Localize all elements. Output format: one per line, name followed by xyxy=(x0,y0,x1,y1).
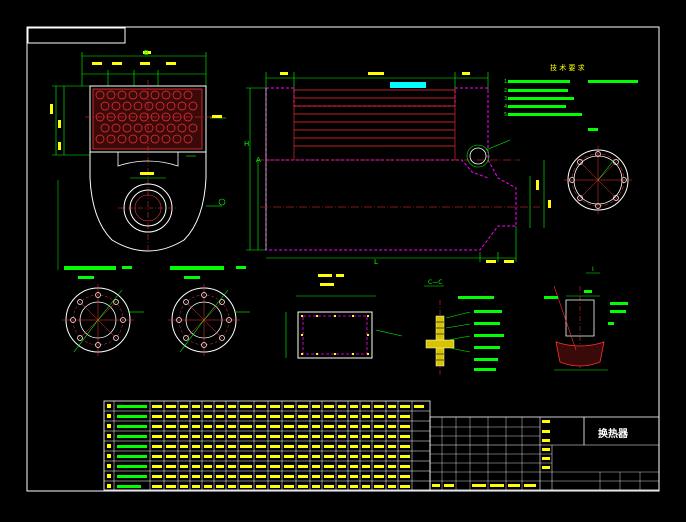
detail-i-label: I xyxy=(592,266,594,273)
front-view: A H L B xyxy=(144,49,551,266)
dim-b-label: B xyxy=(144,49,149,57)
parts-table xyxy=(103,400,431,491)
section-cc-detail: C—C xyxy=(424,279,504,376)
section-cc-label: C—C xyxy=(428,279,442,286)
tech-note-1: 1. xyxy=(504,79,509,85)
flange-detail-right xyxy=(564,128,632,214)
title-block-name: 换热器 xyxy=(598,427,629,440)
tech-note-3: 3. xyxy=(504,96,509,102)
dim-h-label: H xyxy=(244,140,249,148)
tech-note-5: 5. xyxy=(504,112,509,118)
left-side-view xyxy=(50,51,226,270)
tech-note-2: 2. xyxy=(504,88,509,94)
dim-a-label: A xyxy=(256,156,261,164)
tech-requirements: 技 术 要 求 1. 2. 3. 4. 5. xyxy=(504,63,638,118)
tech-note-4: 4. xyxy=(504,104,509,110)
cover-plate-detail xyxy=(285,274,403,359)
sheet-border xyxy=(26,26,660,492)
drawing-number-box xyxy=(27,27,126,44)
detail-i: I xyxy=(544,266,628,371)
tech-req-heading: 技 术 要 求 xyxy=(550,63,585,72)
dim-l-label: L xyxy=(374,258,378,266)
title-block: 换热器 xyxy=(429,416,660,491)
flange-detail-1 xyxy=(62,266,144,356)
flange-detail-2 xyxy=(168,266,250,356)
